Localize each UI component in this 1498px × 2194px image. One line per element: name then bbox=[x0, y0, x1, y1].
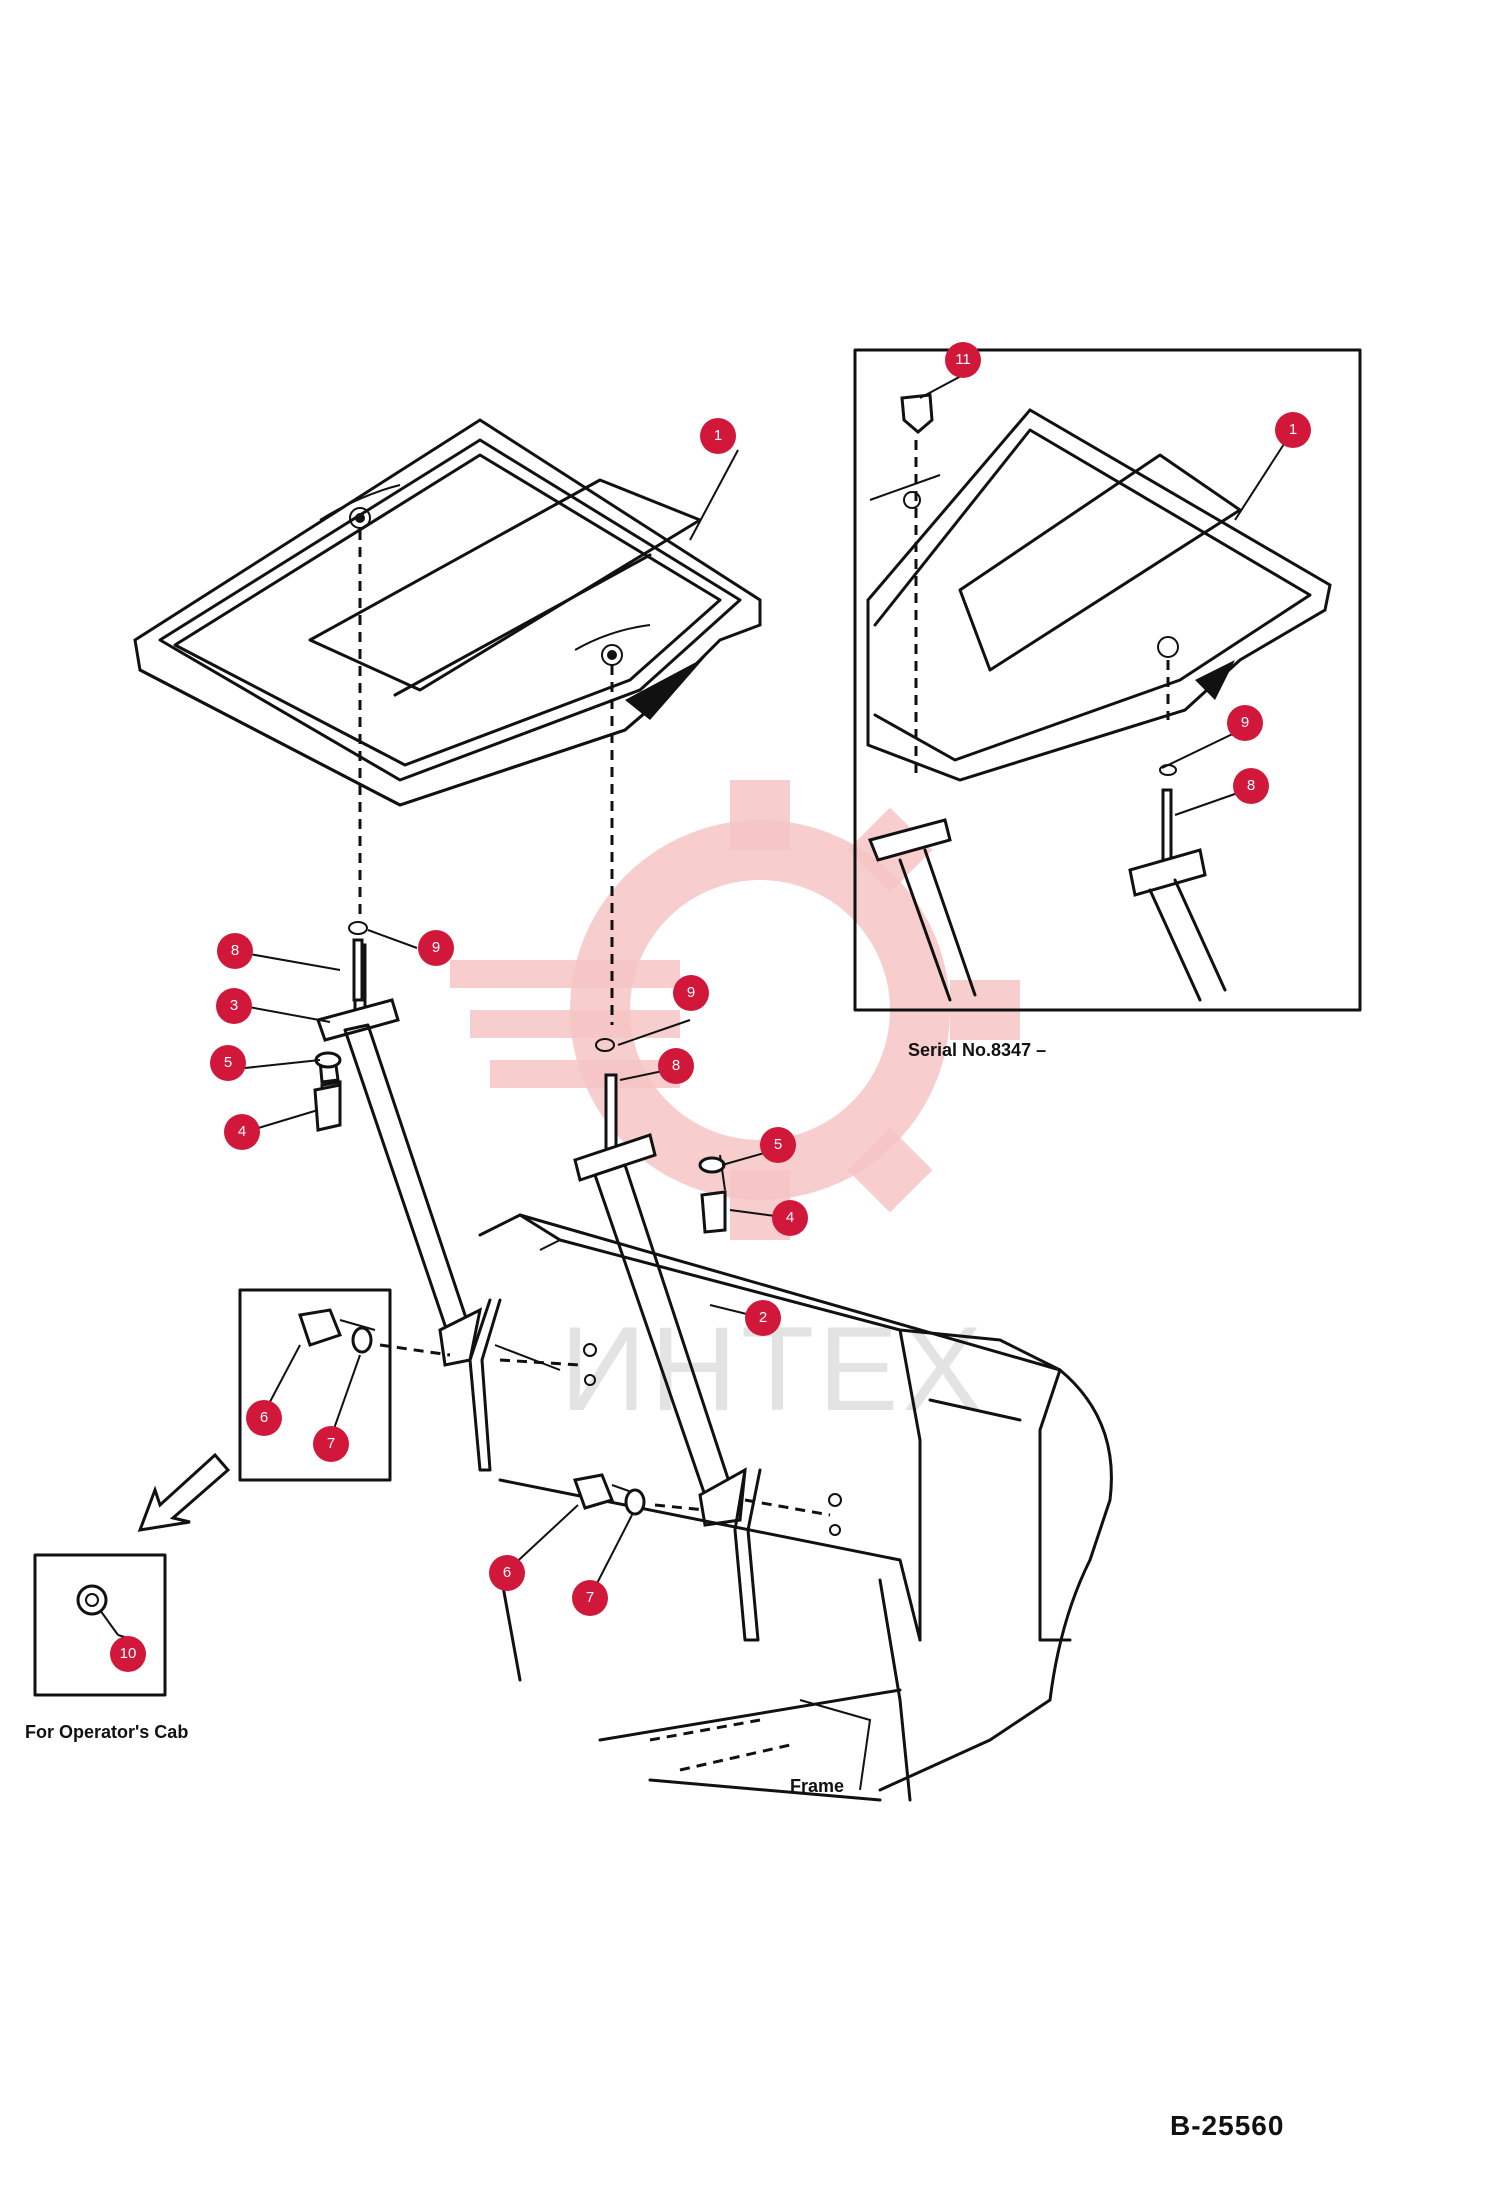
callout-9-inset[interactable]: 9 bbox=[1227, 705, 1263, 741]
canopy-main bbox=[133, 418, 762, 807]
callout-8-right[interactable]: 8 bbox=[658, 1048, 694, 1084]
callout-11[interactable]: 11 bbox=[945, 342, 981, 378]
callout-5-right[interactable]: 5 bbox=[760, 1127, 796, 1163]
callout-4-left[interactable]: 4 bbox=[224, 1114, 260, 1150]
callout-3[interactable]: 3 bbox=[216, 988, 252, 1024]
stay-left bbox=[316, 943, 561, 1472]
callout-8-inset[interactable]: 8 bbox=[1233, 768, 1269, 804]
hardware bbox=[298, 921, 727, 1516]
callout-9-left[interactable]: 9 bbox=[418, 930, 454, 966]
callout-6-main[interactable]: 6 bbox=[489, 1555, 525, 1591]
inset-operator-cab bbox=[33, 1553, 167, 1697]
callout-6-inset[interactable]: 6 bbox=[246, 1400, 282, 1436]
frame-caption: Frame bbox=[790, 1776, 845, 1796]
callout-7-main[interactable]: 7 bbox=[572, 1580, 608, 1616]
arrow-to-cab bbox=[137, 1452, 231, 1532]
serial-number-caption: Serial No.8347 – bbox=[908, 1040, 1047, 1060]
callout-5-left[interactable]: 5 bbox=[210, 1045, 246, 1081]
callout-4-right[interactable]: 4 bbox=[772, 1200, 808, 1236]
inset-serial bbox=[853, 348, 1362, 1012]
inset-bolt-washer bbox=[238, 1288, 392, 1482]
callout-7-inset[interactable]: 7 bbox=[313, 1426, 349, 1462]
callout-1-main[interactable]: 1 bbox=[700, 418, 736, 454]
drawing-number: B-25560 bbox=[1170, 2110, 1285, 2141]
callout-8-left[interactable]: 8 bbox=[217, 933, 253, 969]
stay-right bbox=[573, 1073, 762, 1642]
callout-1-inset[interactable]: 1 bbox=[1275, 412, 1311, 448]
callout-2[interactable]: 2 bbox=[745, 1300, 781, 1336]
callout-10[interactable]: 10 bbox=[110, 1636, 146, 1672]
operator-cab-caption: For Operator's Cab bbox=[25, 1722, 189, 1742]
callout-9-right[interactable]: 9 bbox=[673, 975, 709, 1011]
